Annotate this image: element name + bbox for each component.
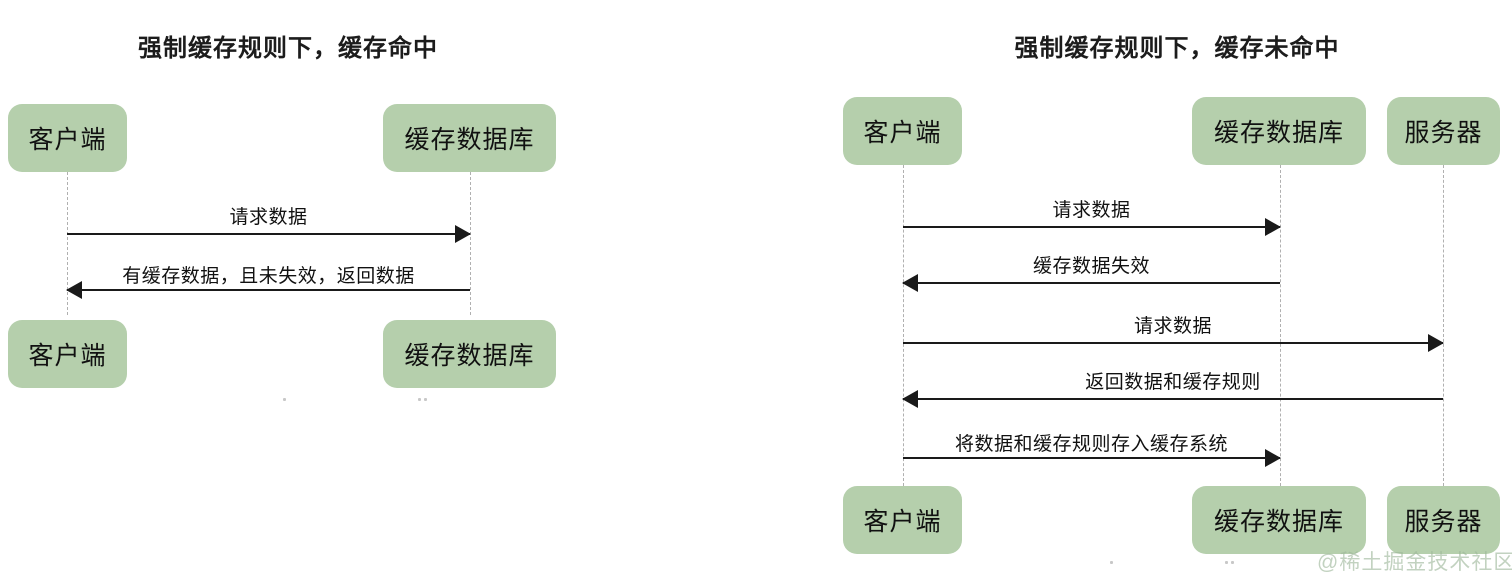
watermark: @稀土掘金技术社区 [1317, 551, 1512, 574]
message-label: 将数据和缓存规则存入缓存系统 [954, 434, 1229, 455]
actor-box-client-bottom[interactable]: 客户端 [843, 486, 962, 554]
message-label: 请求数据 [229, 207, 308, 228]
actor-label: 缓存数据库 [404, 342, 535, 370]
actor-label: 服务器 [1404, 119, 1483, 147]
message-line [903, 457, 1280, 459]
scan-speck [1225, 561, 1228, 564]
arrowhead-left-icon [902, 390, 918, 408]
arrowhead-right-icon [1428, 334, 1444, 352]
actor-box-client-top[interactable]: 客户端 [843, 97, 962, 165]
actor-label: 缓存数据库 [1213, 119, 1344, 147]
actor-box-cache-db-top[interactable]: 缓存数据库 [383, 104, 556, 172]
actor-box-client-bottom[interactable]: 客户端 [8, 320, 127, 388]
message-label: 返回数据和缓存规则 [1085, 372, 1261, 393]
message-label: 有缓存数据，且未失效，返回数据 [122, 266, 415, 287]
message-line [903, 282, 1280, 284]
scan-speck [424, 398, 427, 401]
actor-label: 缓存数据库 [1213, 508, 1344, 536]
actor-box-server-bottom[interactable]: 服务器 [1387, 486, 1500, 554]
actor-box-client-top[interactable]: 客户端 [8, 104, 127, 172]
message-line [903, 226, 1280, 228]
lifeline-cache-db [1280, 165, 1281, 486]
arrowhead-left-icon [902, 274, 918, 292]
lifeline-cache-db [470, 172, 471, 315]
message-line [903, 398, 1443, 400]
actor-box-cache-db-bottom[interactable]: 缓存数据库 [383, 320, 556, 388]
arrowhead-right-icon [1265, 218, 1281, 236]
message-line [903, 342, 1443, 344]
actor-label: 缓存数据库 [404, 126, 535, 154]
message-line [67, 289, 470, 291]
scan-speck [283, 398, 286, 401]
diagram-title-cache-miss: 强制缓存规则下，缓存未命中 [1014, 35, 1340, 62]
actor-label: 服务器 [1404, 508, 1483, 536]
sequence-diagram-cache-hit: 强制缓存规则下，缓存命中 客户端 缓存数据库 请求数据 有缓存数据，且未失效，返… [0, 0, 620, 585]
actor-box-server-top[interactable]: 服务器 [1387, 97, 1500, 165]
lifeline-client [67, 172, 68, 315]
actor-label: 客户端 [28, 126, 107, 154]
diagram-title-cache-hit: 强制缓存规则下，缓存命中 [138, 35, 438, 62]
arrowhead-right-icon [455, 225, 471, 243]
actor-label: 客户端 [863, 119, 942, 147]
message-label: 请求数据 [1133, 316, 1213, 337]
arrowhead-left-icon [66, 281, 82, 299]
message-label: 缓存数据失效 [1032, 256, 1151, 277]
scan-speck [1110, 561, 1113, 564]
message-label: 请求数据 [1052, 200, 1131, 221]
actor-label: 客户端 [863, 508, 942, 536]
scan-speck [418, 398, 421, 401]
lifeline-server [1443, 165, 1444, 486]
message-line [67, 233, 470, 235]
actor-label: 客户端 [28, 342, 107, 370]
arrowhead-right-icon [1265, 449, 1281, 467]
scan-speck [1231, 561, 1234, 564]
sequence-diagram-cache-miss: 强制缓存规则下，缓存未命中 客户端 缓存数据库 服务器 请求数据 缓存数据失效 … [820, 0, 1512, 585]
actor-box-cache-db-bottom[interactable]: 缓存数据库 [1192, 486, 1366, 554]
lifeline-client [903, 165, 904, 486]
actor-box-cache-db-top[interactable]: 缓存数据库 [1192, 97, 1366, 165]
